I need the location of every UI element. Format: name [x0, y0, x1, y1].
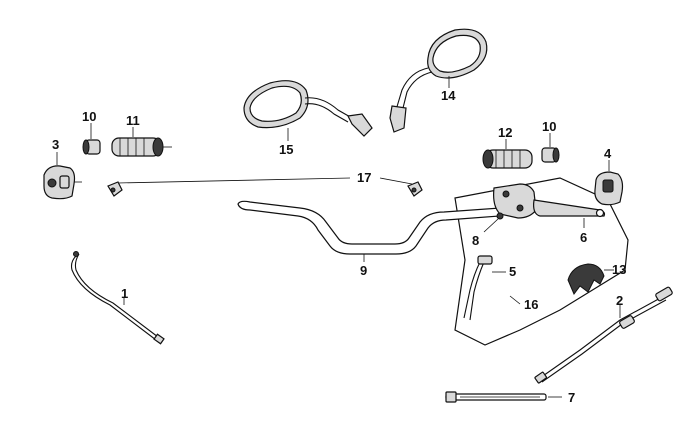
wiring-16 [509, 295, 521, 305]
housing-panel [454, 177, 629, 346]
left-switch-housing-3 [43, 152, 82, 200]
left-grip-11 [111, 127, 172, 157]
label-16: 16 [524, 297, 538, 312]
label-10-right: 10 [542, 119, 556, 134]
label-10-left: 10 [82, 109, 96, 124]
label-13: 13 [612, 262, 626, 277]
brake-switch-5 [463, 255, 506, 321]
mirror-adaptors-17 [107, 177, 423, 197]
label-6: 6 [580, 230, 587, 245]
screw-8 [483, 212, 504, 233]
right-mirror-14 [389, 28, 488, 133]
label-1: 1 [121, 286, 128, 301]
label-8: 8 [472, 233, 479, 248]
label-17: 17 [357, 170, 371, 185]
label-7: 7 [568, 390, 575, 405]
label-3: 3 [52, 137, 59, 152]
label-5: 5 [509, 264, 516, 279]
bar-end-weight-left-10 [82, 123, 101, 155]
right-switch-housing-4 [594, 160, 624, 206]
label-11: 11 [126, 113, 140, 128]
label-9: 9 [360, 263, 367, 278]
clamp-13 [567, 263, 614, 295]
callout-labels: 1 2 3 4 5 6 7 8 9 10 10 11 12 13 14 15 1… [52, 88, 626, 405]
brake-lever-6 [493, 183, 606, 228]
bar-end-weight-right-10 [541, 133, 560, 163]
throttle-cable-1 [70, 251, 165, 345]
right-grip-12 [482, 139, 533, 169]
label-14: 14 [441, 88, 456, 103]
cable-tie-7 [445, 391, 562, 403]
label-15: 15 [279, 142, 293, 157]
label-2: 2 [616, 293, 623, 308]
label-4: 4 [604, 146, 612, 161]
clutch-cable-2 [534, 286, 673, 384]
left-mirror-15 [243, 80, 373, 141]
label-12: 12 [498, 125, 512, 140]
